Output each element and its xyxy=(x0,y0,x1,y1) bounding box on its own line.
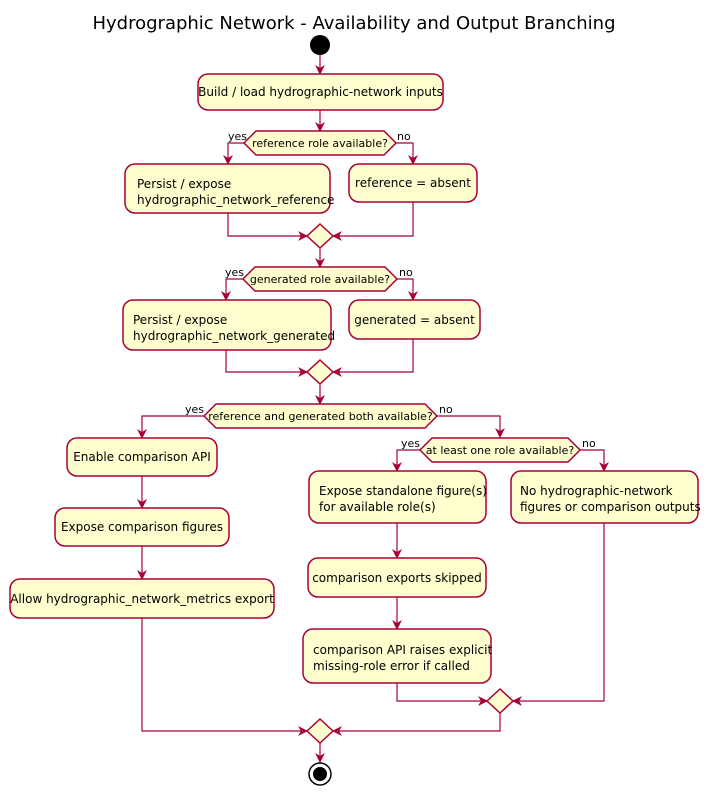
label-at-least-one-yes: yes xyxy=(401,437,420,450)
edge-allow-final-merge xyxy=(141,618,308,736)
activity-expose-standalone: Expose standalone figure(s) for availabl… xyxy=(308,470,487,524)
activity-allow-export: Allow hydrographic_network_metrics expor… xyxy=(9,578,275,619)
label-both-yes: yes xyxy=(185,403,204,416)
activity-enable-api: Enable comparison API xyxy=(66,437,218,477)
activity-persist-reference-line-2: hydrographic_network_reference xyxy=(137,193,334,207)
label-generated-yes: yes xyxy=(225,266,244,279)
decision-at-least-one: at least one role available? xyxy=(418,437,582,463)
activity-persist-generated-line-2: hydrographic_network_generated xyxy=(133,329,335,343)
merge-diamond-1 xyxy=(305,222,335,250)
diagram-title: Hydrographic Network - Availability and … xyxy=(92,13,615,34)
edge-reference-absent-merge xyxy=(332,202,414,241)
activity-persist-generated: Persist / expose hydrographic_network_ge… xyxy=(122,299,335,351)
edge-at-least-one-yes xyxy=(392,449,420,472)
activity-api-raises-line-1: comparison API raises explicit xyxy=(313,643,492,657)
edge-both-yes xyxy=(137,415,204,439)
activity-expose-figures: Expose comparison figures xyxy=(54,507,230,547)
edge-reference-no xyxy=(396,142,418,165)
activity-exports-skipped: comparison exports skipped xyxy=(307,557,487,598)
decision-both-label: reference and generated both available? xyxy=(208,410,433,423)
decision-reference-label: reference role available? xyxy=(252,137,388,150)
activity-exports-skipped-label: comparison exports skipped xyxy=(312,571,482,585)
activity-persist-generated-line-1: Persist / expose xyxy=(133,313,227,327)
label-at-least-one-no: no xyxy=(582,437,596,450)
activity-no-outputs-line-1: No hydrographic-network xyxy=(520,484,673,498)
decision-generated: generated role available? xyxy=(241,266,399,292)
activity-generated-absent: generated = absent xyxy=(348,299,481,340)
edge-generated-yes xyxy=(221,278,243,301)
activity-expose-standalone-line-2: for available role(s) xyxy=(319,500,436,514)
decision-both: reference and generated both available? xyxy=(202,403,439,429)
merge-diamond-2 xyxy=(305,358,335,386)
edges xyxy=(137,55,609,763)
activity-persist-reference: Persist / expose hydrographic_network_re… xyxy=(124,163,334,214)
activity-expose-figures-label: Expose comparison figures xyxy=(61,520,223,534)
activity-api-raises-line-2: missing-role error if called xyxy=(313,659,470,673)
label-reference-no: no xyxy=(397,130,411,143)
activity-generated-absent-label: generated = absent xyxy=(354,313,475,327)
decision-at-least-one-label: at least one role available? xyxy=(426,444,575,457)
activity-enable-api-label: Enable comparison API xyxy=(73,450,211,464)
activity-reference-absent: reference = absent xyxy=(348,163,478,203)
activity-reference-absent-label: reference = absent xyxy=(355,176,471,190)
end-node xyxy=(308,762,332,786)
edge-no-outputs-merge xyxy=(512,523,605,706)
edge-generated-no xyxy=(397,278,418,301)
edge-merge-final-merge xyxy=(332,713,501,736)
decision-reference: reference role available? xyxy=(242,130,398,156)
label-both-no: no xyxy=(439,403,453,416)
activity-expose-standalone-line-1: Expose standalone figure(s) xyxy=(319,484,487,498)
edge-generated-absent-merge xyxy=(332,339,414,377)
activity-build: Build / load hydrographic-network inputs xyxy=(197,73,444,111)
decision-generated-label: generated role available? xyxy=(250,273,390,286)
activity-persist-reference-line-1: Persist / expose xyxy=(137,177,231,191)
edge-reference-yes xyxy=(223,142,244,165)
edge-raises-merge xyxy=(396,683,488,706)
edge-at-least-one-no xyxy=(580,449,609,472)
merge-diamond-final xyxy=(305,717,335,745)
merge-diamond-3 xyxy=(485,687,515,715)
edge-persist-reference-merge xyxy=(227,213,308,241)
label-generated-no: no xyxy=(399,266,413,279)
activity-build-label: Build / load hydrographic-network inputs xyxy=(198,85,443,99)
activity-no-outputs-line-2: figures or comparison outputs xyxy=(520,500,701,514)
edge-both-no xyxy=(437,415,505,438)
activity-api-raises: comparison API raises explicit missing-r… xyxy=(302,628,492,684)
start-node xyxy=(310,35,330,55)
activity-allow-export-label: Allow hydrographic_network_metrics expor… xyxy=(10,592,274,606)
label-reference-yes: yes xyxy=(228,130,247,143)
activity-no-outputs: No hydrographic-network figures or compa… xyxy=(510,470,701,524)
edge-persist-generated-merge xyxy=(225,350,308,377)
